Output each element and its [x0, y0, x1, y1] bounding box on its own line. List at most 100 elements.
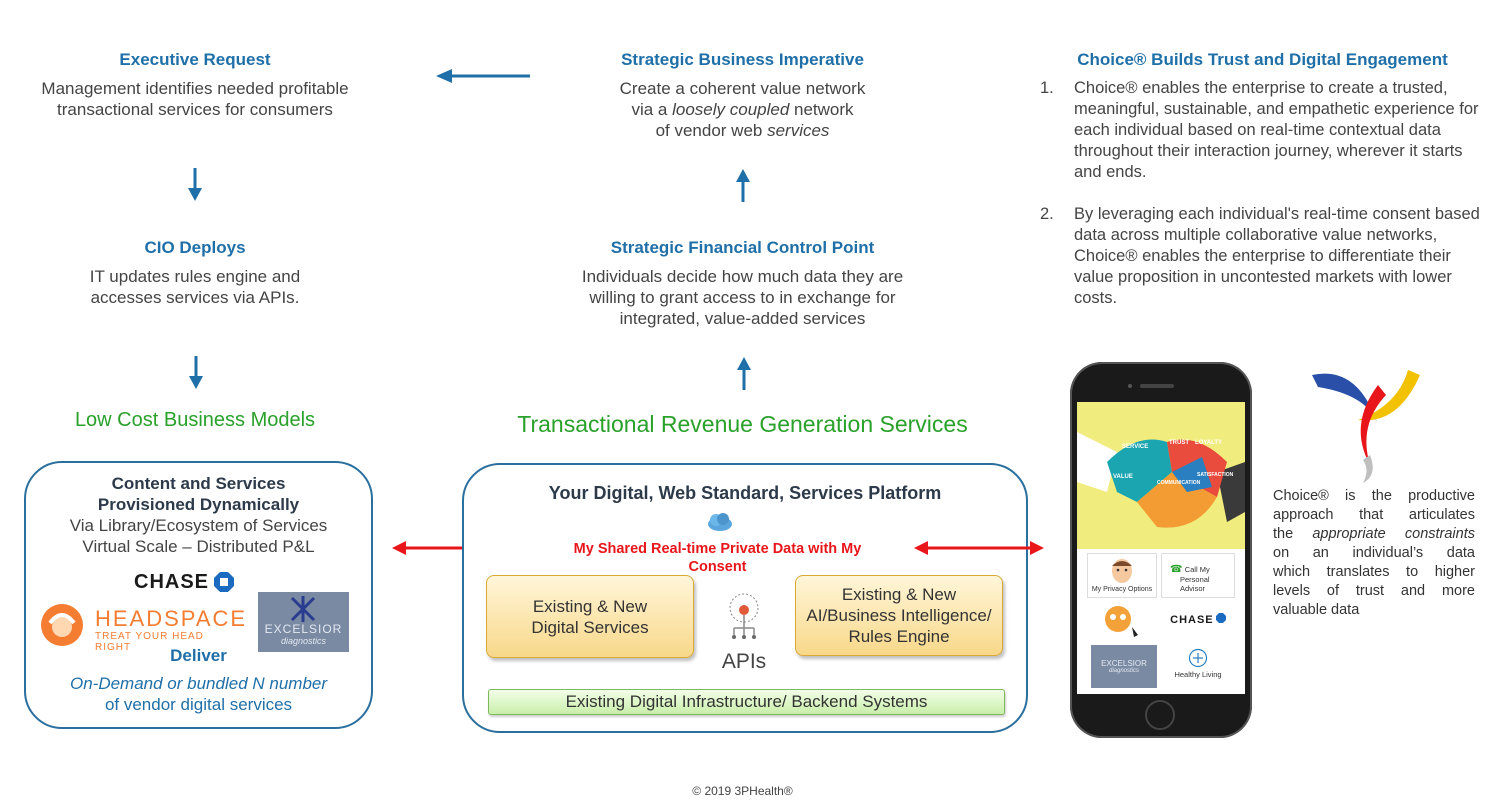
- imperative-line2-prefix: via a: [631, 100, 673, 119]
- executive-request-line2: transactional services for consumers: [57, 100, 333, 119]
- chase-logo: CHASE: [134, 570, 235, 594]
- cio-line1: IT updates rules engine and: [89, 267, 301, 286]
- phone-screen: SERVICE TRUST LOYALTY VALUE COMMUNICATIO…: [1077, 402, 1245, 694]
- imperative-line3: of vendor web services: [560, 120, 925, 141]
- chase-octagon-icon: [214, 572, 235, 592]
- choice-desc-line3-em: appropriate constraints: [1312, 526, 1475, 542]
- headspace-tagline: TREAT YOUR HEAD RIGHT: [95, 631, 204, 653]
- choice-item-2-text: By leveraging each individual's real-tim…: [1074, 205, 1480, 307]
- imperative-line3-prefix: of vendor web: [655, 121, 768, 140]
- shared-data-line2: Consent: [688, 559, 747, 575]
- apis-label: APIs: [721, 650, 767, 673]
- transactional-title: Transactional Revenue Generation Service…: [517, 411, 968, 437]
- choice-desc-line6: levels of trust and more: [1273, 583, 1475, 599]
- strategic-imperative-body: Create a coherent value network via a lo…: [560, 78, 925, 141]
- excelsior-emblem-icon: [290, 596, 316, 622]
- strategic-imperative-title: Strategic Business Imperative: [621, 50, 864, 69]
- content-line1: Via Library/Ecosystem of Services: [69, 516, 328, 535]
- handshake-puzzle-image: [1077, 432, 1245, 528]
- arrow-down-to-low-cost: [189, 356, 203, 389]
- digital-services-line2: Digital Services: [531, 617, 649, 637]
- ondemand-text: On-Demand or bundled N number of vendor …: [24, 673, 373, 715]
- infrastructure-bar: Existing Digital Infrastructure/ Backend…: [488, 689, 1005, 715]
- tile-chase[interactable]: CHASE: [1161, 601, 1235, 643]
- arrow-down-to-cio: [188, 168, 202, 201]
- phone-excelsior-text: EXCELSIOR: [1101, 659, 1147, 668]
- double-arrow-right: [914, 541, 1044, 555]
- plus-circle-icon: [1188, 648, 1208, 668]
- tile-healthy-living[interactable]: Healthy Living: [1161, 645, 1235, 688]
- puzzle-word-loyalty: LOYALTY: [1195, 440, 1223, 446]
- choice-desc-line1-rest: is the productive: [1328, 488, 1475, 504]
- tile-call-advisor[interactable]: ☎ Call My Personal Advisor: [1161, 553, 1235, 598]
- phone-excelsior-sub: diagnostics: [1108, 668, 1140, 674]
- phone-home-button: [1145, 700, 1175, 730]
- choice-desc-line2: approach that articulates: [1273, 507, 1475, 523]
- excelsior-wordmark: EXCELSIOR: [264, 622, 343, 636]
- call-line2: Personal Advisor: [1180, 575, 1210, 593]
- content-title-line1: Content and Services: [111, 474, 286, 493]
- ondemand-line1: On-Demand or bundled N number: [69, 674, 328, 693]
- choice-desc-line5: which translates to higher: [1273, 564, 1475, 580]
- content-box-title: Content and Services Provisioned Dynamic…: [24, 473, 373, 515]
- cio-deploys-body: IT updates rules engine and accesses ser…: [20, 266, 370, 308]
- puzzle-word-satisfaction: SATISFACTION: [1197, 472, 1234, 478]
- low-cost-title: Low Cost Business Models: [74, 409, 316, 431]
- call-line1: Call My: [1184, 565, 1210, 574]
- tile-assistant[interactable]: [1087, 601, 1157, 643]
- chase-logo-text: CHASE: [134, 570, 210, 593]
- digital-services-label: Existing & New Digital Services: [531, 596, 648, 638]
- choice-description: Choice® is the productive approach that …: [1273, 487, 1475, 620]
- headspace-face-icon: [41, 604, 83, 646]
- imperative-line1: Create a coherent value network: [619, 79, 866, 98]
- executive-request-title: Executive Request: [119, 50, 271, 69]
- phone-chase-octagon-icon: [1215, 613, 1226, 623]
- avatar-face-icon: [1112, 559, 1132, 583]
- robot-assistant-icon: [1105, 606, 1138, 637]
- excelsior-sub: diagnostics: [280, 636, 327, 646]
- privacy-label: My Privacy Options: [1091, 586, 1153, 593]
- tile-excelsior[interactable]: EXCELSIOR diagnostics: [1091, 645, 1157, 688]
- ai-engine-box: Existing & New AI/Business Intelligence/…: [795, 575, 1003, 656]
- financial-line1: Individuals decide how much data they ar…: [581, 267, 904, 286]
- choice-desc-brand: Choice®: [1273, 488, 1329, 504]
- choice-desc-line7: valuable data: [1273, 602, 1360, 618]
- ai-line3: Rules Engine: [848, 627, 950, 646]
- content-title-line2: Provisioned Dynamically: [97, 495, 300, 514]
- arrow-up-to-imperative: [736, 169, 750, 202]
- imperative-line3-em: services: [767, 121, 830, 140]
- puzzle-word-trust: TRUST: [1169, 440, 1189, 446]
- digital-services-line1: Existing & New: [532, 596, 648, 616]
- deliver-label: Deliver: [170, 646, 227, 665]
- ai-engine-label: Existing & New AI/Business Intelligence/…: [806, 584, 991, 647]
- choice-item-2-num: 2.: [1040, 205, 1054, 223]
- financial-line2: willing to grant access to in exchange f…: [589, 288, 896, 307]
- ai-line1: Existing & New: [841, 585, 957, 604]
- puzzle-word-communication: COMMUNICATION: [1157, 480, 1201, 486]
- executive-request-body: Management identifies needed profitable …: [10, 78, 380, 120]
- financial-control-body: Individuals decide how much data they ar…: [550, 266, 935, 329]
- choice-item-1-num: 1.: [1040, 79, 1054, 97]
- shared-data-text: My Shared Real-time Private Data with My…: [530, 540, 905, 576]
- choice-desc-line3: the appropriate constraints: [1273, 525, 1475, 544]
- headspace-logo: HEADSPACE TREAT YOUR HEAD RIGHT: [40, 603, 245, 653]
- cio-deploys-title: CIO Deploys: [144, 238, 246, 257]
- platform-title: Your Digital, Web Standard, Services Pla…: [548, 483, 942, 503]
- financial-control-title: Strategic Financial Control Point: [610, 238, 875, 257]
- choice-desc-line4: on an individual’s data: [1273, 545, 1475, 561]
- copyright: © 2019 3PHealth®: [692, 784, 793, 798]
- tile-privacy-options[interactable]: My Privacy Options: [1087, 553, 1157, 598]
- arrow-up-to-financial: [737, 357, 751, 390]
- choice-builds-title: Choice® Builds Trust and Digital Engagem…: [1077, 50, 1448, 69]
- imperative-line2-em: loosely coupled: [672, 100, 790, 119]
- imperative-line2: via a loosely coupled network: [560, 99, 925, 120]
- cloud-icon: [708, 513, 732, 531]
- cio-line2: accesses services via APIs.: [90, 288, 300, 307]
- ondemand-line2: of vendor digital services: [104, 695, 293, 714]
- excelsior-logo: EXCELSIOR diagnostics: [258, 592, 349, 652]
- puzzle-word-value: VALUE: [1113, 474, 1133, 480]
- choice-item-1-text: Choice® enables the enterprise to create…: [1074, 79, 1479, 181]
- imperative-line2-suffix: network: [789, 100, 854, 119]
- choice-item-2: 2. By leveraging each individual's real-t…: [1040, 204, 1480, 309]
- choice-logo-icon: [1312, 370, 1420, 483]
